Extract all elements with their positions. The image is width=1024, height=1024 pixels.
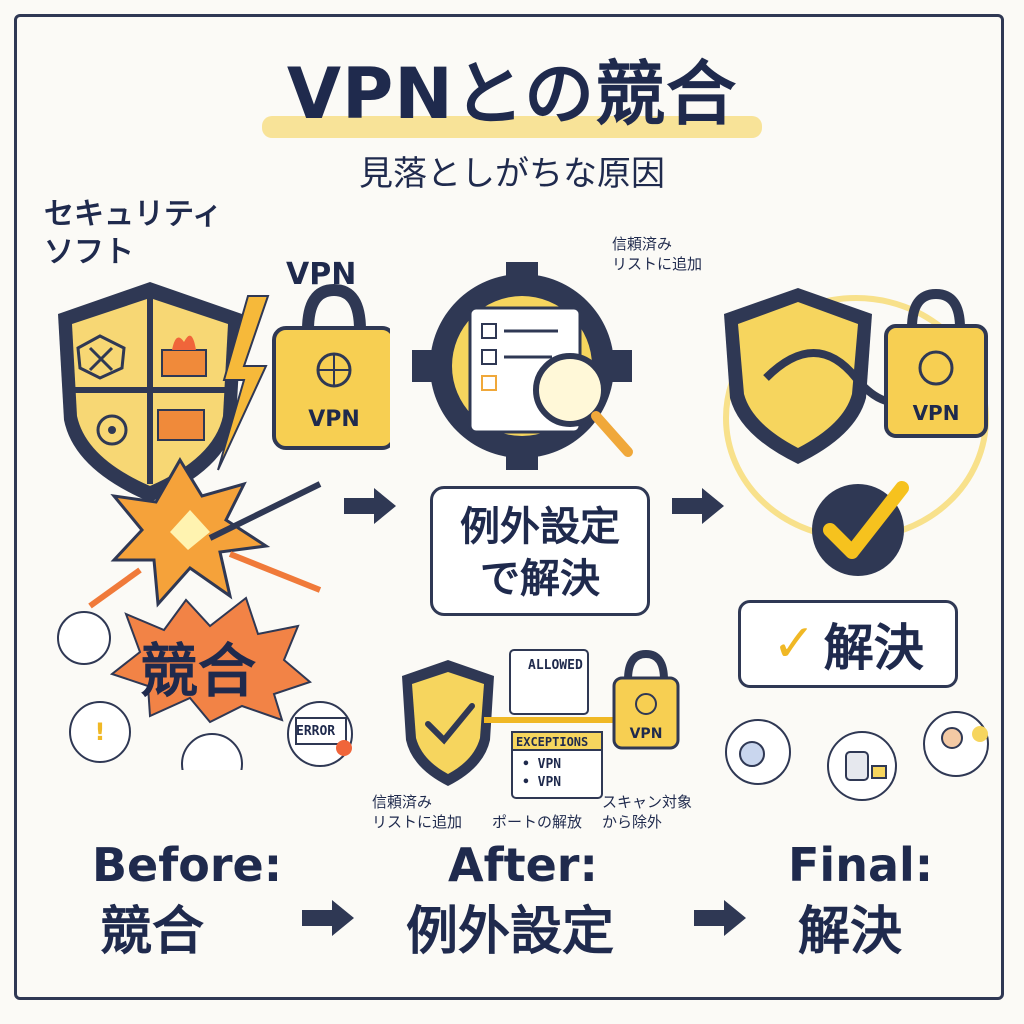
lock-text-small: VPN	[630, 726, 663, 742]
error-label: ERROR	[296, 724, 336, 739]
network-warning-icon	[181, 733, 243, 770]
security-software-label: セキュリティ ソフト	[44, 197, 223, 270]
page-title: VPNとの競合	[286, 53, 738, 135]
caption-arrow-2	[694, 900, 746, 936]
check-icon: ✓	[772, 614, 816, 674]
flow-arrow-1	[344, 488, 396, 524]
trusted-list-note: 信頼済み リストに追加	[612, 235, 703, 274]
exception-setup-illustration: VPN	[402, 649, 680, 799]
warning-icon	[69, 701, 131, 763]
resolved-illustration: VPN	[723, 288, 989, 576]
resolved-label: 解決	[823, 619, 924, 677]
svg-text:!: !	[95, 718, 106, 746]
caption-final-value: 解決	[798, 902, 903, 962]
page-subtitle: 見落としがちな原因	[359, 154, 665, 194]
conflict-burst	[109, 596, 312, 724]
allowed-list-card	[509, 649, 589, 715]
lock-text-right: VPN	[913, 401, 960, 425]
note-port: ポートの解放	[492, 813, 583, 831]
magnifier-icon	[533, 353, 633, 457]
settings-gear-illustration	[412, 262, 633, 470]
exceptions-item: • VPN	[522, 775, 562, 790]
clash-arrow	[208, 481, 322, 541]
callout-text: 例外設定 で解決	[460, 504, 620, 602]
caption-after-heading: After:	[448, 838, 598, 892]
lock-text: VPN	[308, 407, 360, 432]
title-highlight	[262, 116, 762, 138]
vpn-lock-icon: VPN	[884, 288, 988, 438]
gear-icon	[412, 262, 632, 470]
caption-arrow-1	[302, 900, 354, 936]
clash-arrow	[228, 551, 322, 593]
shield-icon	[724, 288, 872, 464]
page-frame	[14, 14, 1004, 1000]
note-trusted: 信頼済み リストに追加	[372, 793, 463, 832]
check-circle-icon	[812, 481, 909, 576]
exceptions-label: EXCEPTIONS	[516, 735, 589, 749]
exceptions-item: • VPN	[522, 757, 562, 772]
resolved-icons-row	[725, 711, 989, 801]
vpn-lock-icon: VPN	[272, 283, 390, 450]
conflict-label: 競合	[140, 637, 257, 705]
flow-arrow-2	[672, 488, 724, 524]
clash-arrow	[88, 567, 142, 609]
note-scan: スキャン対象 から除外	[602, 793, 693, 832]
caption-before-heading: Before:	[92, 838, 283, 892]
security-shield-icon	[58, 282, 242, 502]
exception-callout: 例外設定 で解決	[430, 486, 650, 616]
caption-final-heading: Final:	[788, 838, 934, 892]
lightning-icon	[217, 295, 270, 471]
conflict-illustration: VPN !	[57, 282, 390, 770]
broken-link-icon	[57, 611, 111, 665]
resolved-badge: ✓ 解決	[738, 600, 958, 688]
allowed-label: ALLOWED	[528, 658, 583, 673]
vpn-lock-small-icon: VPN	[612, 649, 680, 750]
caption-before-value: 競合	[100, 902, 205, 962]
caption-after-value: 例外設定	[406, 902, 615, 962]
shield-check-icon	[402, 660, 494, 786]
